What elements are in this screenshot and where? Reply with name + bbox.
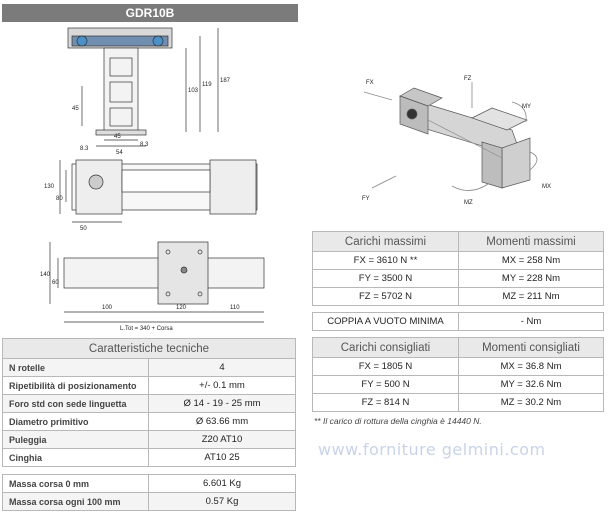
dim-60: 60 [52,280,59,286]
dim-130: 130 [44,184,55,190]
dim-45-vert: 45 [72,106,79,112]
isometric-model-illustration: FX FZ MY MX MZ FY [362,76,551,206]
dim-100: 100 [102,305,113,311]
table-row: COPPIA A VUOTO MINIMA- Nm [312,312,604,331]
iso-label-fx: FX [366,80,374,86]
iso-label-mz: MZ [464,200,473,206]
iso-label-my: MY [522,104,531,110]
dim-54: 54 [116,150,123,156]
torque-table: COPPIA A VUOTO MINIMA- Nm [312,312,604,331]
dim-ltot: L.Tot = 340 + Corsa [120,326,173,332]
iso-label-mx: MX [542,184,551,190]
dim-120: 120 [176,305,187,311]
table-row: FX = 3610 N **MX = 258 Nm [312,251,604,270]
footnote: ** Il carico di rottura della cinghia è … [314,416,482,426]
iso-label-fz: FZ [464,76,472,82]
recommended-loads-header: Carichi consigliati [312,337,459,358]
dim-8-3-left: 8.3 [80,146,89,152]
dim-187: 187 [220,78,231,84]
dim-103: 103 [188,88,199,94]
dim-45-horiz: 45 [114,134,121,140]
dim-119: 119 [202,82,212,88]
dim-80: 80 [56,196,63,202]
recommended-moments-header: Momenti consigliati [458,337,604,358]
max-loads-header: Carichi massimi [312,231,459,252]
dim-8-3-right: 8.3 [140,142,149,148]
max-moments-header: Momenti massimi [458,231,604,252]
dim-110: 110 [230,305,240,311]
website-watermark: www.forniture gelmini.com [318,440,546,459]
dim-50: 50 [80,226,87,232]
dim-140: 140 [40,272,51,278]
table-row: Ripetibilità di posizionamento+/- 0.1 mm [2,376,296,395]
spec-header: Caratteristiche tecniche [2,338,296,359]
technical-drawing: 103 119 187 45 8.3 45 8.3 54 130 80 50 1… [40,27,265,332]
product-title: GDR10B [2,4,298,22]
iso-label-fy: FY [362,196,370,202]
